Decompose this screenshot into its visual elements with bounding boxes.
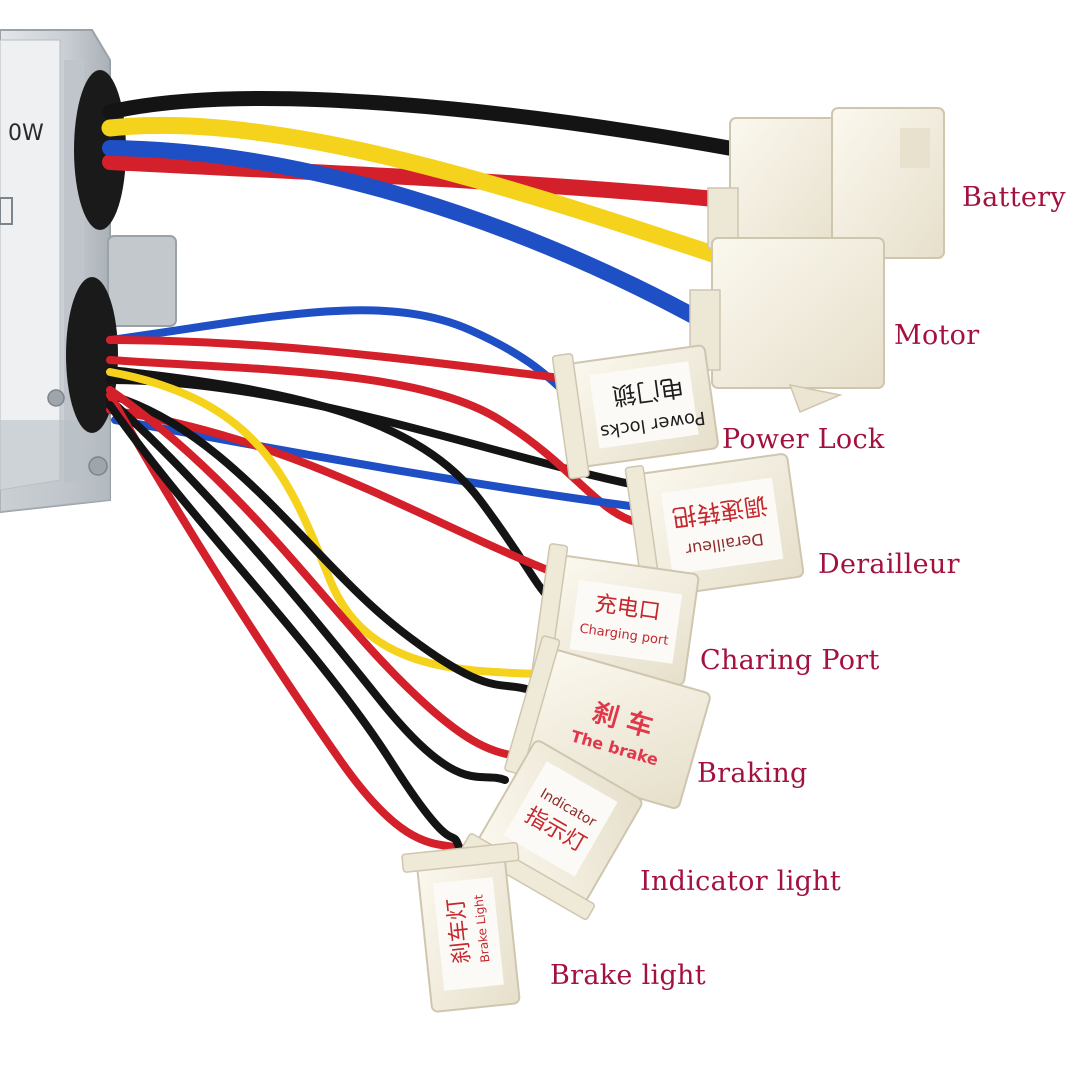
indicator-light-plug: Indicator 指示灯: [461, 740, 643, 921]
brake-light-label: Brake light: [550, 960, 706, 991]
charging-port-label: Charing Port: [700, 645, 880, 676]
braking-label: Braking: [697, 758, 808, 789]
signal-wires: [106, 306, 664, 854]
indicator-light-label: Indicator light: [640, 866, 842, 897]
power-wires: [101, 91, 748, 333]
charging-port-plug: 充电口 Charging port: [531, 543, 700, 686]
battery-connector-housing: [707, 107, 945, 259]
lower-grommet: [66, 277, 118, 433]
motor-connector-housing: [689, 237, 885, 413]
power-lock-plug: Power locks 电门锁: [551, 344, 719, 480]
derailleur-plug: Derailleur 调速转把: [624, 453, 805, 607]
brake-light-plug: 刹车灯 Brake Light: [401, 841, 521, 1013]
controller-marking: 0W: [8, 121, 44, 146]
derailleur-label: Derailleur: [818, 549, 960, 580]
battery-label: Battery: [962, 182, 1066, 213]
motor-label: Motor: [894, 320, 980, 351]
power-lock-label: Power Lock: [722, 424, 885, 455]
